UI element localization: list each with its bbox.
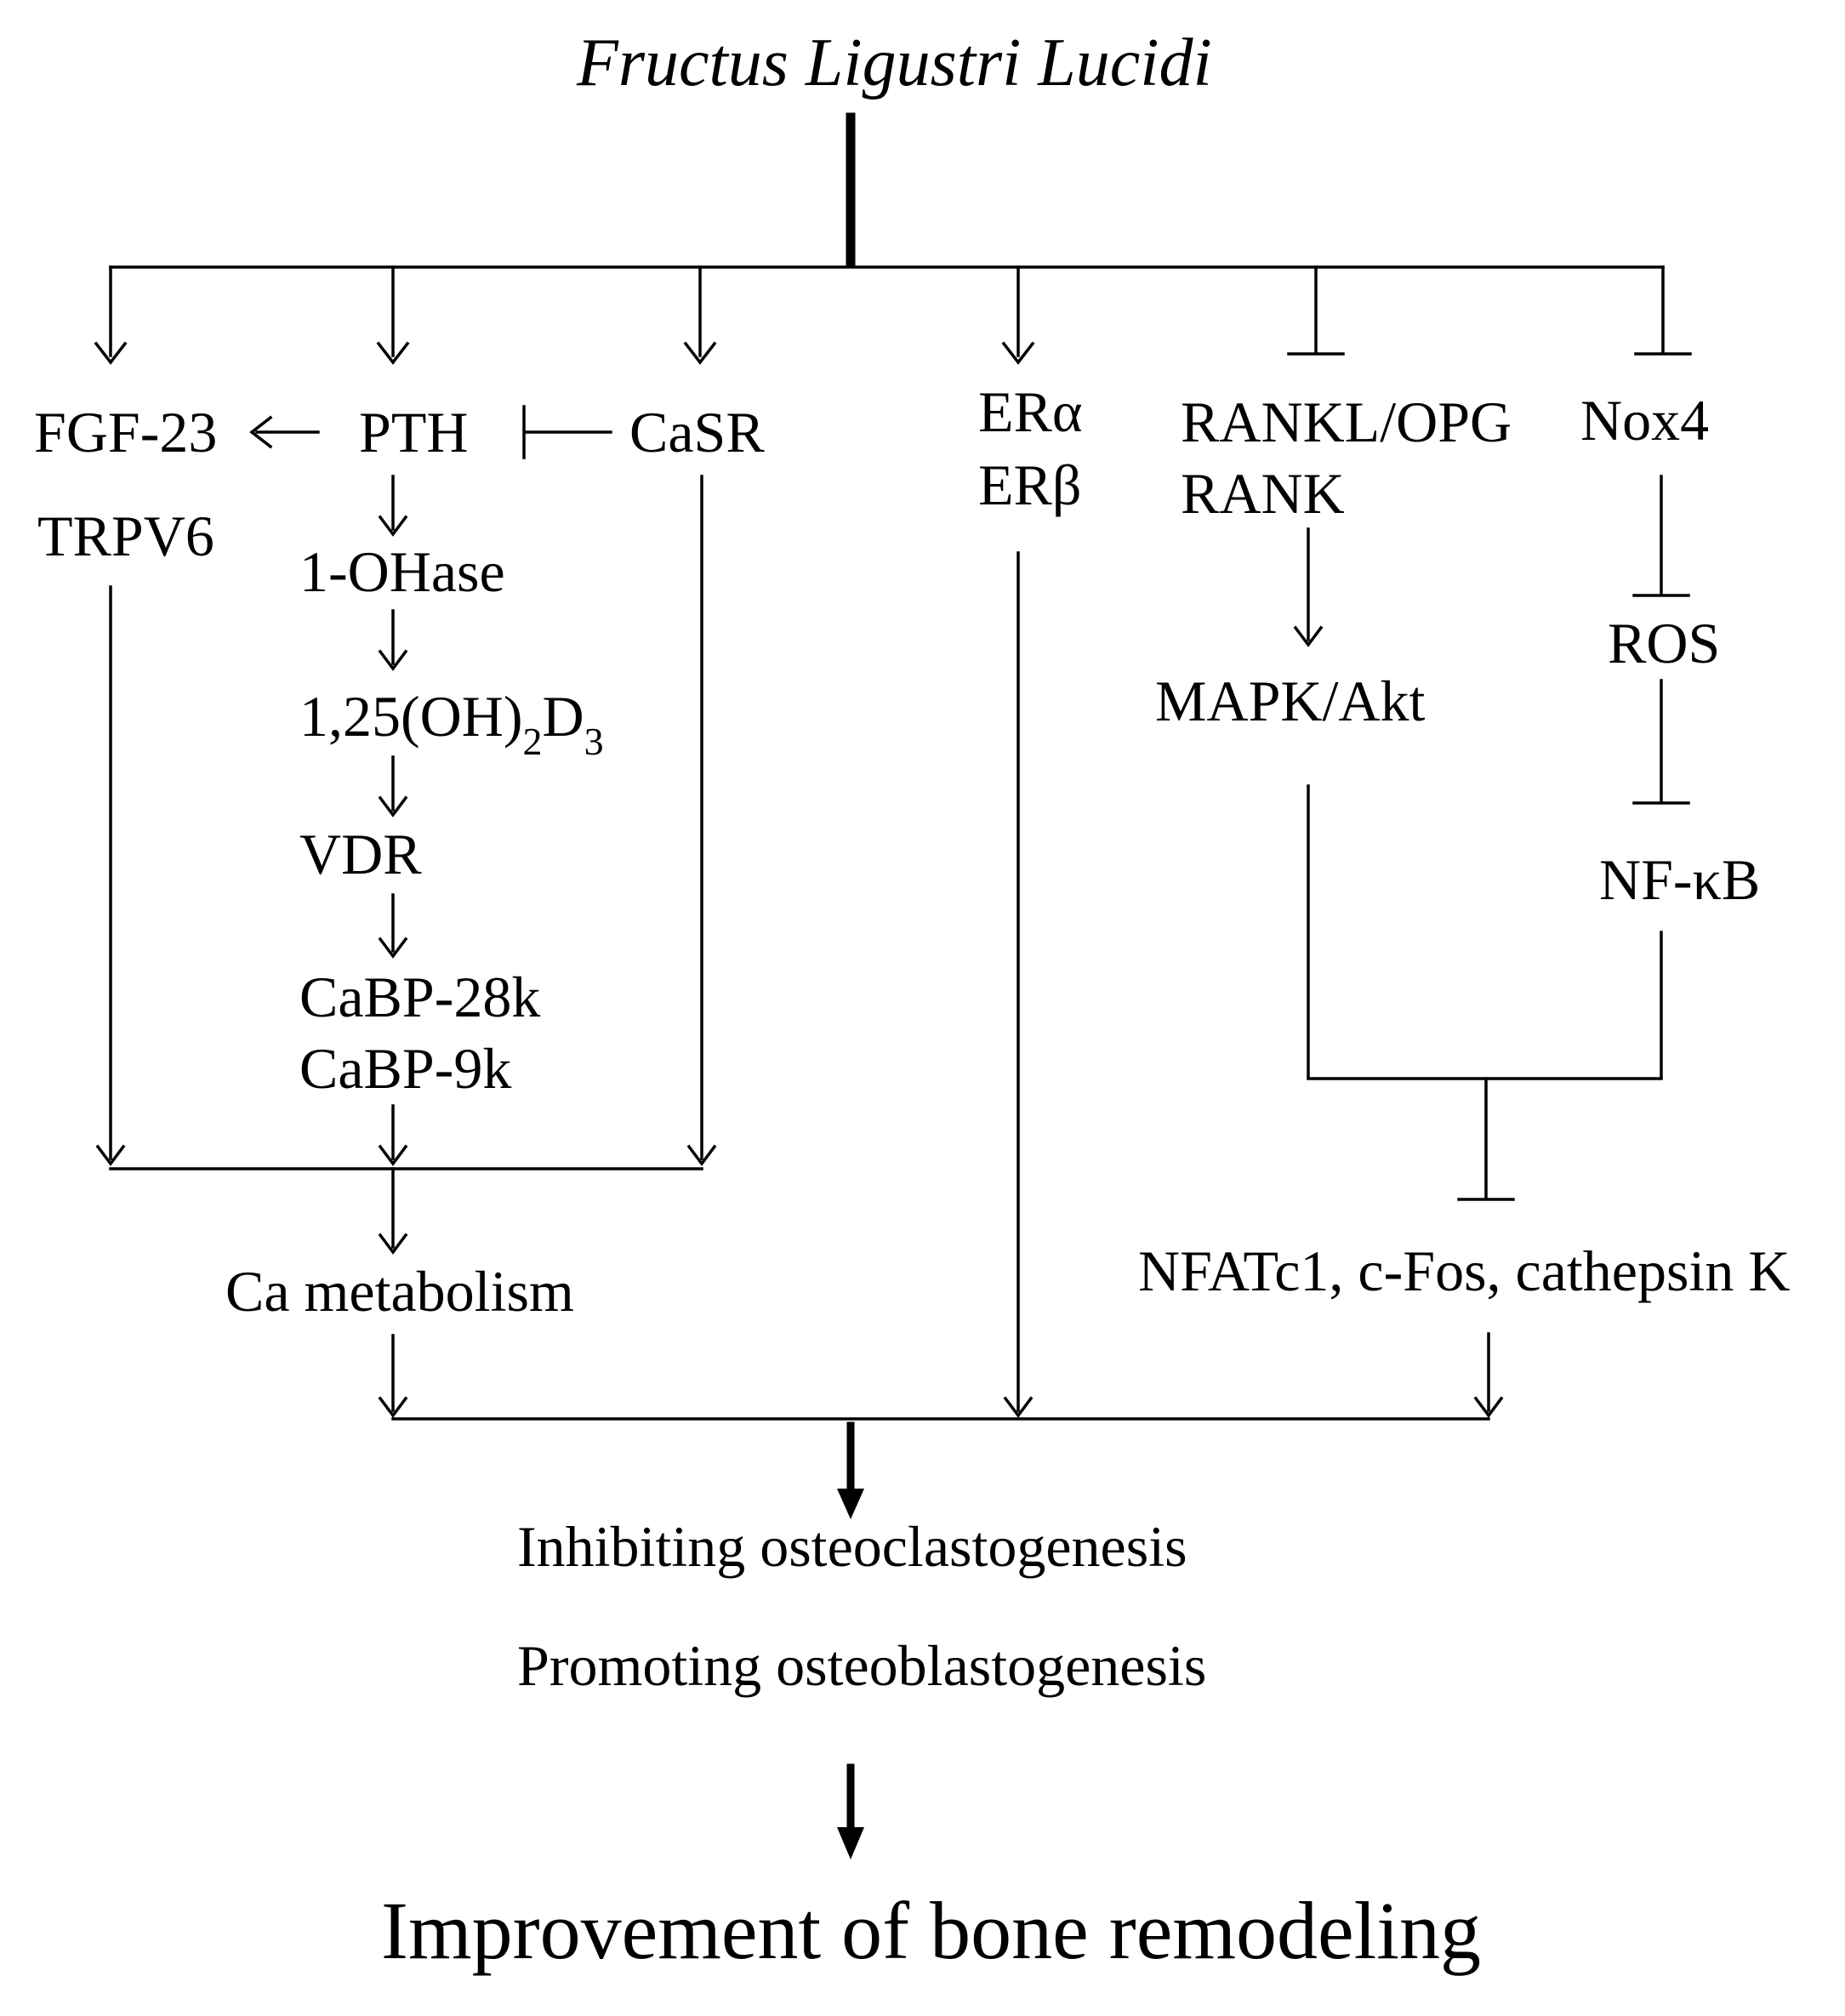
arrowhead-vitd bbox=[378, 649, 408, 671]
arrowhead-final bbox=[837, 1827, 864, 1859]
arrowhead-fgf23 bbox=[94, 341, 128, 365]
node-vitamin-d3: 1,25(OH)2D3 bbox=[299, 687, 604, 761]
arrowhead-pth-to-fgf23 bbox=[249, 415, 273, 449]
arrowhead-ca-metabolism bbox=[378, 1233, 408, 1255]
arrowhead-vdr bbox=[378, 795, 408, 817]
arrowhead-er bbox=[1001, 341, 1035, 365]
arrowhead-casr bbox=[683, 341, 717, 365]
outcome-inhibiting: Inhibiting osteoclastogenesis bbox=[517, 1514, 1187, 1579]
arrowhead-casr-down bbox=[686, 1144, 717, 1166]
node-cabp-9k: CaBP-9k bbox=[299, 1036, 512, 1101]
node-vdr: VDR bbox=[299, 822, 422, 886]
vitd-prefix: 1,25(OH) bbox=[299, 684, 523, 749]
outcome-promoting: Promoting osteoblastogenesis bbox=[517, 1633, 1207, 1698]
node-er-alpha: ERα bbox=[978, 379, 1083, 444]
arrowhead-mapk bbox=[1293, 625, 1324, 647]
arrowhead-nfatc1-down bbox=[1473, 1396, 1504, 1418]
node-1-ohase: 1-OHase bbox=[299, 539, 505, 604]
node-trpv6: TRPV6 bbox=[37, 504, 214, 568]
node-ros: ROS bbox=[1608, 611, 1721, 675]
node-nfatc1-cfos-cathepsin-k: NFATc1, c-Fos, cathepsin K bbox=[1138, 1239, 1791, 1303]
node-nf-kb: NF-κB bbox=[1599, 847, 1761, 912]
vitd-d: D bbox=[542, 684, 584, 749]
vitd-subscript-2: 2 bbox=[522, 720, 543, 763]
node-ca-metabolism: Ca metabolism bbox=[225, 1259, 574, 1324]
final-outcome: Improvement of bone remodeling bbox=[381, 1885, 1481, 1976]
arrowhead-ca-metabolism-down bbox=[378, 1396, 408, 1418]
arrowhead-cabp bbox=[378, 937, 408, 959]
node-rankl-opg: RANKL/OPG bbox=[1181, 390, 1512, 454]
arrowhead-cabp-bar bbox=[378, 1144, 408, 1166]
arrowhead-er-down bbox=[1003, 1396, 1034, 1418]
node-nox4: Nox4 bbox=[1580, 388, 1710, 453]
arrowhead-ohase bbox=[378, 515, 408, 537]
node-rank: RANK bbox=[1181, 461, 1345, 526]
node-cabp-28k: CaBP-28k bbox=[299, 965, 541, 1029]
arrowhead-outcomes bbox=[837, 1489, 864, 1519]
vitd-subscript-3: 3 bbox=[584, 720, 604, 763]
node-casr: CaSR bbox=[629, 400, 765, 464]
arrowhead-pth bbox=[376, 341, 410, 365]
node-er-beta: ERβ bbox=[978, 453, 1082, 517]
node-pth: PTH bbox=[359, 400, 469, 464]
arrowhead-trpv6-down bbox=[95, 1144, 126, 1166]
node-mapk-akt: MAPK/Akt bbox=[1155, 669, 1426, 733]
diagram-title: Fructus Ligustri Lucidi bbox=[577, 26, 1212, 100]
node-fgf23: FGF-23 bbox=[34, 400, 218, 464]
